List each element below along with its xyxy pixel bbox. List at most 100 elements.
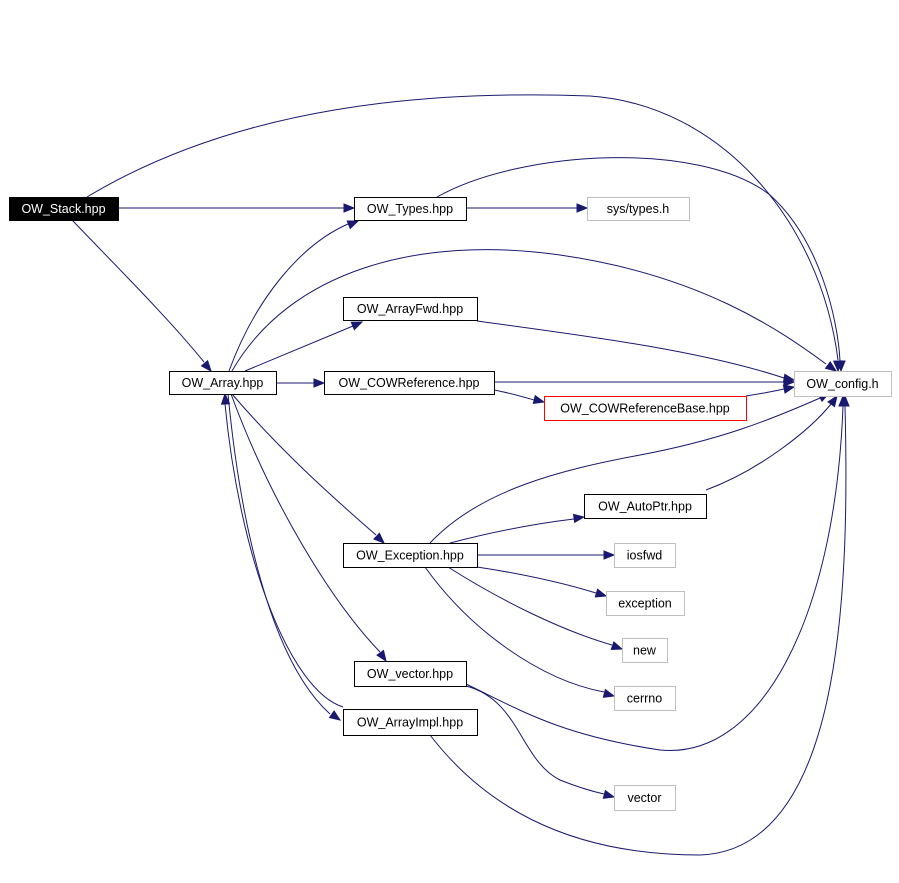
edge-arrowhead [346,220,360,230]
edge-ow_exception-to-ow_autoptr [449,513,586,544]
node-label: OW_vector.hpp [367,667,453,681]
edge-arrowhead [376,649,387,663]
node-box [622,638,668,663]
node-ow_vector[interactable]: OW_vector.hpp [354,661,467,687]
node-ow_autoptr[interactable]: OW_AutoPtr.hpp [584,494,707,519]
node-box [354,197,467,221]
node-box [614,686,676,711]
edge-line [429,405,847,856]
node-label: OW_COWReferenceBase.hpp [560,402,730,416]
edge-line [244,325,354,372]
edge-ow_types-to-sys_types [466,203,589,213]
edge-ow_cowreference-to-ow_cowreferencebase [493,389,546,405]
edge-line [465,405,844,751]
edge-arrowhead [840,394,850,407]
edge-ow_stack-to-ow_types [118,203,356,213]
edge-line [86,94,839,361]
edge-arrowhead [572,513,586,524]
node-box [169,371,277,395]
node-label: OW_AutoPtr.hpp [598,500,692,514]
edge-line [71,219,205,363]
node-box [343,543,478,568]
edge-ow_exception-to-iosfwd [477,550,616,560]
edge-arrowhead [603,550,616,560]
node-label: exception [618,597,672,611]
node-label: OW_Array.hpp [182,376,264,390]
node-ow_stack[interactable]: OW_Stack.hpp [9,197,119,221]
edge-ow_arrayimpl-to-ow_config [429,394,850,856]
node-ow_exception[interactable]: OW_Exception.hpp [343,543,478,568]
node-ow_cowreference[interactable]: OW_COWReference.hpp [324,371,495,395]
edge-ow_array-to-ow_cowreference [276,378,326,388]
node-label: vector [627,791,661,805]
edge-line [230,393,381,653]
node-box [614,543,676,568]
edge-ow_exception-to-new [447,566,624,651]
node-label: cerrno [627,692,662,706]
edge-line [705,403,832,491]
node-label: OW_config.h [806,377,878,391]
edge-line [231,249,827,372]
edge-line [424,566,605,693]
edge-ow_exception-to-cerrno [424,566,616,698]
edge-arrowhead [532,394,546,405]
edge-ow_stack-to-ow_array [71,219,212,373]
node-label: OW_Types.hpp [367,202,453,216]
node-box [584,494,707,519]
node-new: new [622,638,668,663]
node-ow_cowreferencebase: OW_COWReferenceBase.hpp [544,396,747,421]
edge-arrowhead [328,710,342,721]
node-box [587,197,690,221]
node-label: sys/types.h [607,202,670,216]
edge-arrowhead [373,532,385,544]
node-ow_arrayimpl[interactable]: OW_ArrayImpl.hpp [343,709,478,736]
node-label: OW_ArrayFwd.hpp [357,302,463,316]
node-box [614,785,676,811]
node-ow_arrayfwd[interactable]: OW_ArrayFwd.hpp [343,297,478,321]
edge-ow_array-to-ow_arrayimpl [227,393,342,721]
edge-line [493,389,535,401]
edge-arrowhead [602,789,616,799]
edge-arrowhead [576,203,589,213]
edge-arrowhead [343,203,356,213]
edge-arrowhead [783,377,796,387]
node-box [324,371,495,395]
node-ow_array[interactable]: OW_Array.hpp [169,371,277,395]
node-exception: exception [606,591,685,616]
edge-line [476,320,785,379]
node-ow_types[interactable]: OW_Types.hpp [354,197,467,221]
node-box [606,591,685,616]
edge-arrowhead [313,378,326,388]
node-layer: OW_Stack.hpp OW_Types.hpp sys/types.hOW_Ar… [9,197,892,811]
node-box [794,371,892,397]
edge-line [745,388,785,397]
node-label: new [633,644,657,658]
node-vector: vector [614,785,676,811]
edge-arrowhead [836,360,846,373]
edge-ow_array-to-ow_exception [231,393,385,544]
node-label: iosfwd [627,549,662,563]
edge-layer [71,94,850,856]
edge-line [465,685,605,795]
node-box [354,661,467,687]
edge-arrowhead [602,688,616,698]
node-label: OW_Stack.hpp [21,202,105,216]
edge-line [447,566,613,646]
edge-arrowhead [594,588,608,598]
node-label: OW_COWReference.hpp [338,376,479,390]
edge-ow_types-to-ow_config [436,157,846,373]
edge-ow_cowreferencebase-to-ow_config [745,384,796,397]
node-label: OW_ArrayImpl.hpp [357,716,463,730]
node-box [343,709,478,736]
edge-ow_array-to-ow_arrayfwd [244,321,364,372]
node-ow_config: OW_config.h [794,371,892,397]
edge-arrowhead [782,384,796,394]
edge-line [231,393,377,536]
edge-ow_array-to-ow_config [231,249,838,372]
edge-ow_array-to-ow_vector [230,393,387,663]
edge-ow_stack-to-ow_config [86,94,843,373]
edge-ow_cowreference-to-ow_config [494,377,796,387]
edge-line [224,403,344,708]
edge-ow_autoptr-to-ow_config [705,394,838,491]
